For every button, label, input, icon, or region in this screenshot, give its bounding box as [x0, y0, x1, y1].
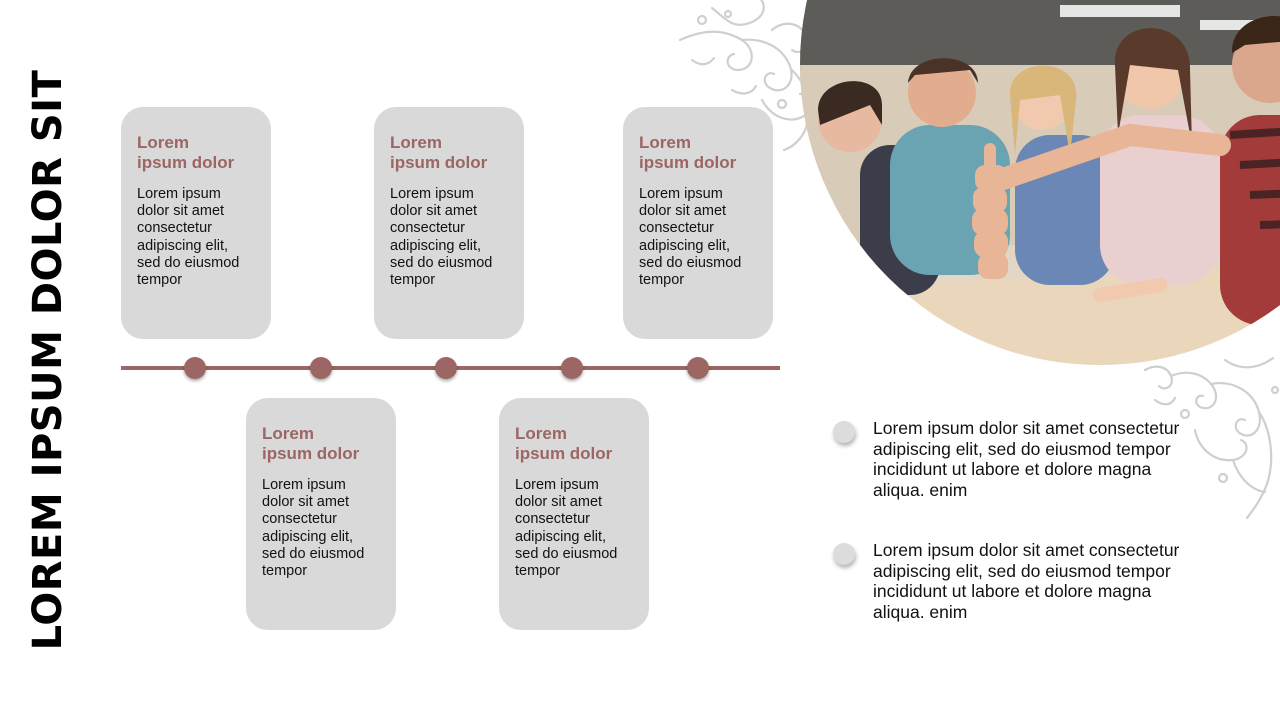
card-body: Lorem ipsum dolor sit amet consectetur a… — [262, 477, 365, 580]
timeline-card-4: Lorem ipsum dolor Lorem ipsum dolor sit … — [499, 398, 649, 630]
card-title: Lorem ipsum dolor — [137, 133, 235, 172]
card-title: Lorem ipsum dolor — [262, 424, 360, 463]
card-body: Lorem ipsum dolor sit amet consectetur a… — [639, 186, 742, 289]
bullet-text-1: Lorem ipsum dolor sit amet consectetur a… — [873, 418, 1180, 500]
card-body: Lorem ipsum dolor sit amet consectetur a… — [137, 186, 240, 289]
team-photo — [800, 0, 1280, 365]
bullet-marker-1 — [833, 421, 855, 443]
timeline-card-1: Lorem ipsum dolor Lorem ipsum dolor sit … — [121, 107, 271, 339]
timeline-dot-1 — [184, 357, 206, 379]
card-title: Lorem ipsum dolor — [390, 133, 488, 172]
card-title: Lorem ipsum dolor — [639, 133, 737, 172]
group-of-friends-photo-icon — [800, 0, 1280, 365]
timeline-dot-4 — [561, 357, 583, 379]
bullet-text-2: Lorem ipsum dolor sit amet consectetur a… — [873, 540, 1180, 622]
floral-ornament-bottom — [1143, 356, 1280, 520]
timeline-card-5: Lorem ipsum dolor Lorem ipsum dolor sit … — [623, 107, 773, 339]
slide-title: LOREM IPSUM DOLOR SIT — [25, 69, 71, 651]
timeline-dot-3 — [435, 357, 457, 379]
timeline-dot-5 — [687, 357, 709, 379]
bullet-marker-2 — [833, 543, 855, 565]
card-body: Lorem ipsum dolor sit amet consectetur a… — [515, 477, 618, 580]
timeline-card-3: Lorem ipsum dolor Lorem ipsum dolor sit … — [374, 107, 524, 339]
card-title: Lorem ipsum dolor — [515, 424, 613, 463]
timeline-dot-2 — [310, 357, 332, 379]
card-body: Lorem ipsum dolor sit amet consectetur a… — [390, 186, 493, 289]
timeline-card-2: Lorem ipsum dolor Lorem ipsum dolor sit … — [246, 398, 396, 630]
